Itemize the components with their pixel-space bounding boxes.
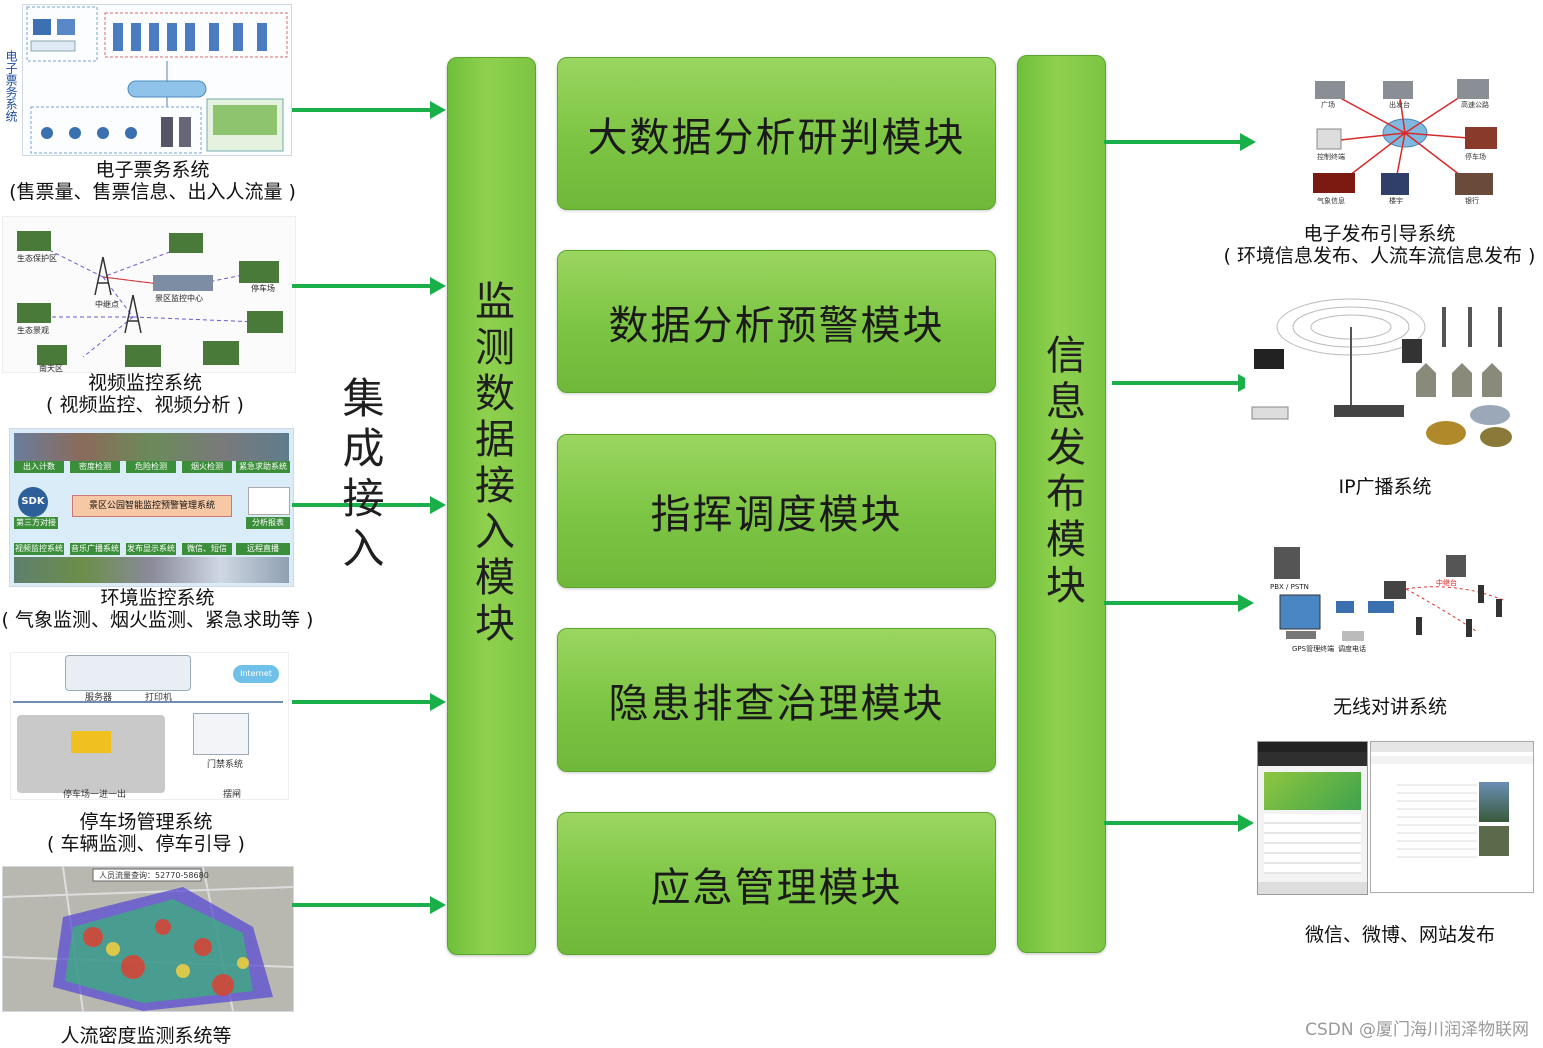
- arrow-broadcast: [1112, 374, 1254, 392]
- env-header-3: 危险检测: [126, 461, 176, 473]
- arrow-environment: [292, 496, 446, 514]
- env-header-2: 密度检测: [70, 461, 120, 473]
- ip-broadcast-title: IP广播系统: [1338, 476, 1432, 498]
- crowd-density-title: 人流密度监测系统等: [60, 1025, 232, 1047]
- parking-access-label: 门禁系统: [207, 760, 244, 770]
- radio-label-4: 中继台: [1436, 578, 1457, 587]
- arrow-guide: [1104, 133, 1256, 151]
- weibo-website-screenshot: [1370, 741, 1534, 893]
- module-early-warning: 数据分析预警模块: [557, 250, 996, 393]
- guide-label-2: 出发台: [1389, 100, 1410, 109]
- social-publish-title: 微信、微博、网站发布: [1304, 924, 1495, 946]
- parking-gate-label: 摆闸: [223, 790, 242, 800]
- parking-system-subtitle: ( 车辆监测、停车引导 ): [47, 833, 245, 855]
- env-center-box: 景区公园智能监控预警管理系统: [72, 495, 232, 517]
- video-label-1: 生态保护区: [17, 253, 57, 263]
- guide-label-6: 楼宇: [1389, 196, 1403, 205]
- integration-label: 集成接入: [336, 376, 385, 576]
- video-system-subtitle: ( 视频监控、视频分析 ): [46, 394, 244, 416]
- video-network-diagram: 生态保护区 中继点 景区监控中心 停车场 生态景观 南天区: [17, 231, 283, 372]
- arrow-ticket: [292, 101, 446, 119]
- ticket-system-title: 电子票务系统: [95, 159, 210, 181]
- env-right-label: 分析报表: [246, 517, 290, 529]
- module-emergency-management: 应急管理模块: [557, 812, 996, 955]
- radio-diagram: PBX / PSTN GPS管理终端 调度电话 中继台: [1270, 547, 1507, 653]
- module-big-data-analysis: 大数据分析研判模块: [557, 57, 996, 210]
- arrow-video: [292, 277, 446, 295]
- ticket-system-diagram: [26, 6, 288, 154]
- broadcast-diagram: [1251, 298, 1512, 447]
- heatmap-graphic: 人员流量查询：52770-58680: [3, 867, 293, 1011]
- module-hazard-inspection: 隐患排查治理模块: [557, 628, 996, 772]
- publish-module-label: 信息发布模块: [1039, 334, 1085, 610]
- guide-label-1: 广场: [1321, 100, 1335, 109]
- parking-management-image: 服务器 打印机 Internet 停车场一进一出 门禁系统 摆闸: [10, 652, 289, 800]
- guide-label-3: 高速公路: [1461, 100, 1489, 109]
- arrow-crowd: [292, 896, 446, 914]
- parking-server-label: 服务器: [85, 693, 113, 703]
- env-left-label: 第三方对接: [14, 517, 58, 529]
- guide-system-title: 电子发布引导系统: [1303, 223, 1456, 245]
- guide-system-subtitle: ( 环境信息发布、人流车流信息发布 ): [1223, 245, 1536, 267]
- publish-column: [1017, 55, 1106, 953]
- guide-label-8: 停车场: [1465, 152, 1486, 161]
- parking-system-title: 停车场管理系统: [79, 811, 213, 833]
- wireless-intercom-image: PBX / PSTN GPS管理终端 调度电话 中继台: [1265, 540, 1522, 664]
- environment-monitoring-image: 出入计数 密度检测 危险检测 烟火检测 紧急求助系统 SDK 景区公园智能监控预…: [9, 428, 294, 587]
- video-surveillance-image: 生态保护区 中继点 景区监控中心 停车场 生态景观 南天区: [2, 216, 296, 373]
- video-label-2: 中继点: [95, 299, 119, 309]
- ticket-side-label: 电子票务系统: [4, 50, 18, 122]
- data-access-module-label: 监测数据接入模块: [468, 280, 514, 648]
- ip-broadcast-image: [1245, 296, 1537, 458]
- radio-label-2: GPS管理终端: [1292, 644, 1334, 653]
- env-header-5: 紧急求助系统: [236, 461, 290, 473]
- video-system-title: 视频监控系统: [87, 372, 202, 394]
- watermark: CSDN @厦门海川润泽物联网: [1305, 1020, 1529, 1040]
- guide-label-7: 银行: [1465, 196, 1479, 205]
- wechat-phone-screenshot: [1257, 741, 1368, 895]
- env-header-1: 出入计数: [14, 461, 64, 473]
- video-label-5: 生态景观: [17, 325, 49, 335]
- env-footer-2: 音乐广播系统: [70, 543, 120, 555]
- guide-network-diagram: 广场 出发台 高速公路 控制终端 停车场 气象信息 楼宇 银行: [1313, 79, 1497, 205]
- environment-system-subtitle: ( 气象监测、烟火监测、紧急求助等 ): [1, 609, 314, 631]
- env-footer-4: 微信、短信: [182, 543, 232, 555]
- env-sdk-icon: SDK: [18, 487, 48, 517]
- environment-system-title: 环境监控系统: [100, 587, 215, 609]
- env-footer-1: 视频监控系统: [14, 543, 64, 555]
- guide-system-image: 广场 出发台 高速公路 控制终端 停车场 气象信息 楼宇 银行: [1308, 76, 1502, 208]
- radio-label-1: PBX / PSTN: [1270, 583, 1309, 591]
- arrow-social: [1104, 814, 1254, 832]
- arrow-radio: [1104, 594, 1254, 612]
- guide-label-5: 气象信息: [1317, 196, 1345, 205]
- ticket-system-subtitle: (售票量、售票信息、出入人流量 ): [9, 181, 296, 203]
- video-label-6: 南天区: [39, 363, 63, 372]
- guide-label-4: 控制终端: [1317, 152, 1345, 161]
- parking-internet-cloud: Internet: [233, 665, 279, 683]
- parking-printer-label: 打印机: [145, 693, 173, 703]
- wireless-intercom-title: 无线对讲系统: [1332, 696, 1447, 718]
- data-access-column: [447, 57, 536, 955]
- env-footer-3: 发布显示系统: [126, 543, 176, 555]
- arrow-parking: [292, 693, 446, 711]
- ticket-system-image: [22, 4, 292, 156]
- module-command-dispatch: 指挥调度模块: [557, 434, 996, 588]
- radio-label-3: 调度电话: [1338, 644, 1366, 653]
- parking-entry-label: 停车场一进一出: [63, 790, 127, 800]
- crowd-density-heatmap-image: 人员流量查询：52770-58680: [2, 866, 294, 1012]
- heatmap-header: 人员流量查询：52770-58680: [99, 870, 209, 880]
- env-header-4: 烟火检测: [182, 461, 232, 473]
- video-label-4: 停车场: [251, 283, 275, 293]
- video-label-3: 景区监控中心: [155, 293, 203, 303]
- env-footer-5: 远程直播: [236, 543, 290, 555]
